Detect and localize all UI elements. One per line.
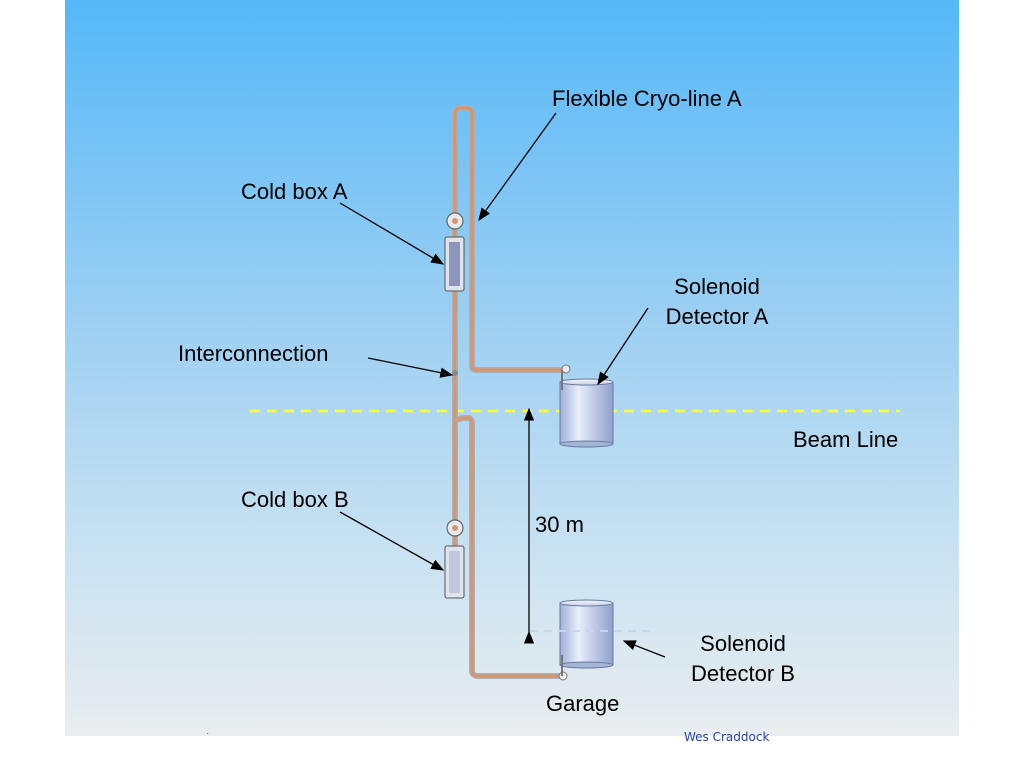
callout-arrow-solenoid-a xyxy=(597,307,649,386)
label-solenoid-detector-a: Solenoid Detector A xyxy=(650,272,784,332)
footer-author: Wes Craddock xyxy=(684,730,770,744)
label-cold-box-b: Cold box B xyxy=(241,487,349,512)
callout-arrow-cold-box-b xyxy=(339,511,445,571)
solenoid-detector-a xyxy=(559,370,614,448)
cold-box-a xyxy=(444,212,465,292)
callout-arrow-interconnection xyxy=(367,357,454,378)
label-solenoid-a-line2: Detector A xyxy=(665,304,769,329)
flexible-cryo-line-b xyxy=(455,415,568,681)
cold-box-b xyxy=(444,519,465,599)
footer-mark: · xyxy=(206,728,210,739)
interconnection-node xyxy=(452,370,458,376)
callout-arrow-solenoid-b xyxy=(622,640,666,658)
label-solenoid-a-line1: Solenoid xyxy=(674,274,760,299)
label-solenoid-detector-b: Solenoid Detector B xyxy=(676,629,810,689)
label-solenoid-b-line1: Solenoid xyxy=(700,631,786,656)
solenoid-detector-b xyxy=(530,599,650,676)
flexible-cryo-line-a xyxy=(452,105,571,374)
label-solenoid-b-line2: Detector B xyxy=(691,661,795,686)
callout-arrow-cryo-line xyxy=(478,112,557,222)
label-garage: Garage xyxy=(546,691,620,716)
callout-arrow-cold-box-a xyxy=(339,202,445,265)
label-cold-box-a: Cold box A xyxy=(241,179,348,204)
label-flexible-cryo-line-a: Flexible Cryo-line A xyxy=(552,86,742,111)
label-interconnection: Interconnection xyxy=(178,341,329,366)
label-distance: 30 m xyxy=(535,512,584,537)
label-beam-line: Beam Line xyxy=(793,427,899,452)
